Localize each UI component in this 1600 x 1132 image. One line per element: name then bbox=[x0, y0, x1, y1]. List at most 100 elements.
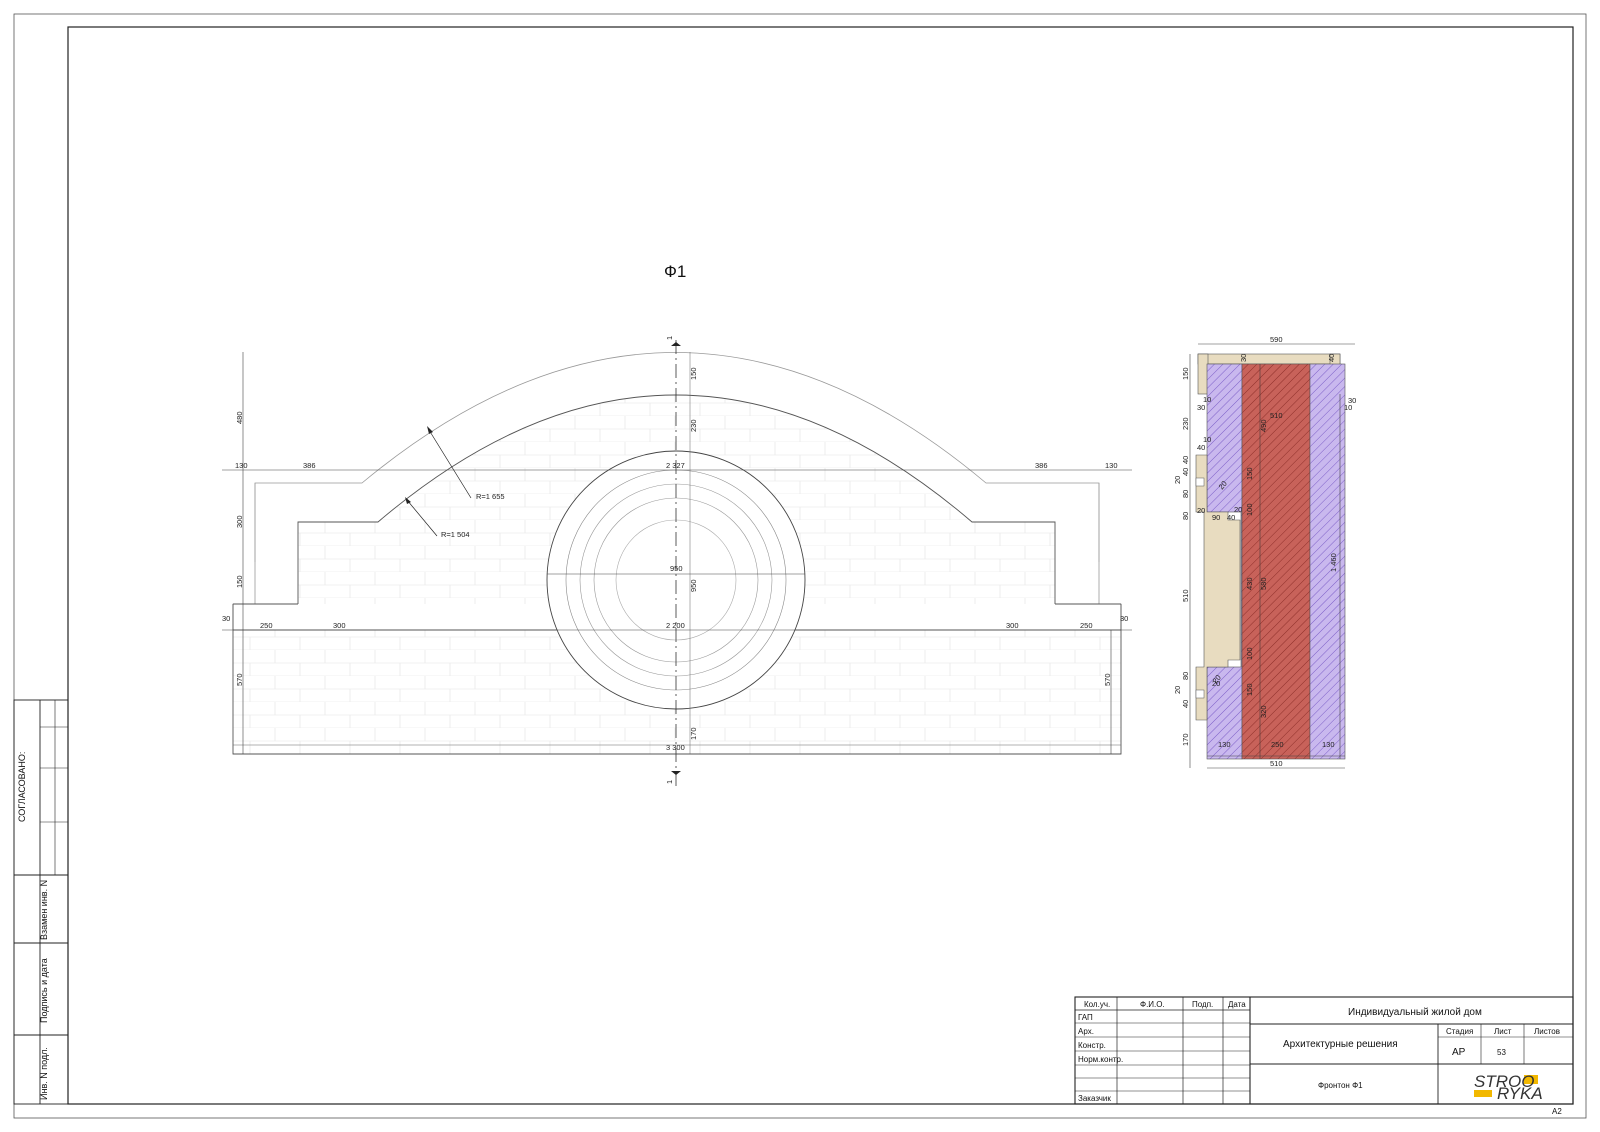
dim-center-950-h: 950 bbox=[670, 564, 683, 573]
inv-orig-label: Инв. N подл. bbox=[39, 1047, 49, 1100]
section-layer-core bbox=[1241, 363, 1311, 760]
replace-inv-label: Взамен инв. N bbox=[39, 880, 49, 940]
section-small-10-b: 10 bbox=[1203, 435, 1211, 444]
section-part-250: 250 bbox=[1271, 740, 1284, 749]
tb-sheet-name: Фронтон Ф1 bbox=[1318, 1081, 1363, 1090]
dim-center-150: 150 bbox=[689, 367, 698, 380]
dim-top-386-right: 386 bbox=[1035, 461, 1048, 470]
dim-total-3300: 3 300 bbox=[666, 743, 685, 752]
section-small-10-a: 10 bbox=[1203, 395, 1211, 404]
dim-top-130-right: 130 bbox=[1105, 461, 1118, 470]
section-height-total: 1 460 bbox=[1329, 553, 1338, 572]
section-left-510: 510 bbox=[1181, 589, 1190, 602]
section-view: 590 510 130 250 130 510 1 460 150 230 20… bbox=[1173, 335, 1356, 769]
tb-section: Архитектурные решения bbox=[1283, 1039, 1398, 1050]
tb-row-gap: ГАП bbox=[1078, 1013, 1093, 1022]
dim-left-480: 480 bbox=[235, 411, 244, 424]
section-small-30-a: 30 bbox=[1239, 354, 1248, 362]
dim-left-130: 130 bbox=[235, 461, 248, 470]
radius-inner-label: R=1 504 bbox=[441, 530, 470, 539]
tb-header-sign: Подп. bbox=[1192, 1000, 1213, 1009]
dim-top-2327: 2 327 bbox=[666, 461, 685, 470]
tb-stage-value: АР bbox=[1452, 1047, 1466, 1058]
tb-header-count: Кол.уч. bbox=[1084, 1000, 1110, 1009]
pediment-outline-outer bbox=[232, 352, 1122, 630]
drawing-title: Ф1 bbox=[664, 262, 686, 281]
section-inner-580: 580 bbox=[1259, 577, 1268, 590]
title-block: Кол.уч. Ф.И.О. Подп. Дата ГАП Арх. Конст… bbox=[1074, 996, 1574, 1105]
dim-top-386-left: 386 bbox=[303, 461, 316, 470]
front-view: 1 1 R=1 655 R=1 504 480 300 150 570 130 … bbox=[222, 336, 1132, 790]
paper-format: А2 bbox=[1552, 1107, 1562, 1116]
section-left-20-b: 20 bbox=[1173, 686, 1182, 694]
section-part-130-left: 130 bbox=[1218, 740, 1231, 749]
section-small-40-f: 40 bbox=[1181, 700, 1190, 708]
section-small-40-e: 40 bbox=[1327, 354, 1336, 362]
section-inner-490: 490 bbox=[1259, 419, 1268, 432]
section-inner-430: 430 bbox=[1245, 577, 1254, 590]
company-logo: STROO RYKA bbox=[1474, 1072, 1543, 1103]
dim-bottom-30-right: 30 bbox=[1120, 614, 1128, 623]
section-small-20-b: 20 bbox=[1234, 505, 1242, 514]
tb-sheet-value: 53 bbox=[1497, 1048, 1506, 1057]
section-layer-outer-right bbox=[1309, 363, 1346, 760]
section-small-40-b: 40 bbox=[1181, 468, 1190, 476]
dim-left-30: 30 bbox=[222, 614, 230, 623]
dim-bottom-2200: 2 200 bbox=[666, 621, 685, 630]
dim-left-570: 570 bbox=[235, 673, 244, 686]
section-left-80-a: 80 bbox=[1181, 490, 1190, 498]
tb-row-customer: Заказчик bbox=[1078, 1094, 1111, 1103]
section-left-150: 150 bbox=[1181, 367, 1190, 380]
section-small-30-c: 30 bbox=[1348, 396, 1356, 405]
section-top-width: 590 bbox=[1270, 335, 1283, 344]
section-small-30-b: 30 bbox=[1197, 403, 1205, 412]
radius-outer-label: R=1 655 bbox=[476, 492, 505, 501]
section-bottom-width: 510 bbox=[1270, 759, 1283, 768]
tb-sheets-label: Листов bbox=[1534, 1027, 1560, 1036]
section-inner-150-b: 150 bbox=[1245, 683, 1254, 696]
dim-bottom-300-left: 300 bbox=[333, 621, 346, 630]
section-small-10-c: 10 bbox=[1344, 403, 1352, 412]
tb-row-constr: Констр. bbox=[1078, 1041, 1106, 1050]
section-left-20-a: 20 bbox=[1173, 476, 1182, 484]
section-inner-150-a: 150 bbox=[1245, 467, 1254, 480]
section-small-20-a: 20 bbox=[1197, 506, 1205, 515]
section-small-40-a: 40 bbox=[1197, 443, 1205, 452]
section-marker-bottom: 1 bbox=[665, 780, 674, 784]
dim-center-950-v: 950 bbox=[689, 579, 698, 592]
sign-date-label: Подпись и дата bbox=[39, 958, 49, 1023]
section-inner-100-a: 100 bbox=[1245, 503, 1254, 516]
section-inner-320: 320 bbox=[1259, 705, 1268, 718]
tb-row-norm: Норм.контр. bbox=[1078, 1055, 1123, 1064]
section-left-230: 230 bbox=[1181, 417, 1190, 430]
section-part-130-right: 130 bbox=[1322, 740, 1335, 749]
inner-frame bbox=[67, 26, 1574, 1105]
dim-center-170: 170 bbox=[689, 727, 698, 740]
agreed-label: СОГЛАСОВАНО: bbox=[17, 752, 27, 822]
logo-text-bottom: RYKA bbox=[1497, 1084, 1543, 1103]
dim-center-230: 230 bbox=[689, 419, 698, 432]
tb-project: Индивидуальный жилой дом bbox=[1348, 1007, 1482, 1018]
dim-bottom-250-left: 250 bbox=[260, 621, 273, 630]
outer-border bbox=[13, 13, 1587, 1119]
dim-right-570: 570 bbox=[1103, 673, 1112, 686]
dim-bottom-250-right: 250 bbox=[1080, 621, 1093, 630]
dim-left-150: 150 bbox=[235, 575, 244, 588]
dim-bottom-300-right: 300 bbox=[1006, 621, 1019, 630]
tb-header-date: Дата bbox=[1228, 1000, 1246, 1009]
section-marker-top: 1 bbox=[665, 336, 674, 340]
section-inner-100-b: 100 bbox=[1245, 647, 1254, 660]
section-small-40-c: 40 bbox=[1181, 456, 1190, 464]
section-left-80-b: 80 bbox=[1181, 512, 1190, 520]
section-left-80-c: 80 bbox=[1181, 672, 1190, 680]
pediment-outline-inner bbox=[297, 394, 1056, 604]
logo-text-top: STROO bbox=[1474, 1072, 1534, 1091]
section-small-20-c: 20 bbox=[1212, 679, 1220, 688]
dim-left-300: 300 bbox=[235, 515, 244, 528]
side-strip: СОГЛАСОВАНО: Взамен инв. N Подпись и дат… bbox=[13, 699, 69, 1105]
tb-sheet-label: Лист bbox=[1494, 1027, 1512, 1036]
tb-row-arch: Арх. bbox=[1078, 1027, 1094, 1036]
section-small-40-d: 40 bbox=[1227, 513, 1235, 522]
section-left-170: 170 bbox=[1181, 733, 1190, 746]
